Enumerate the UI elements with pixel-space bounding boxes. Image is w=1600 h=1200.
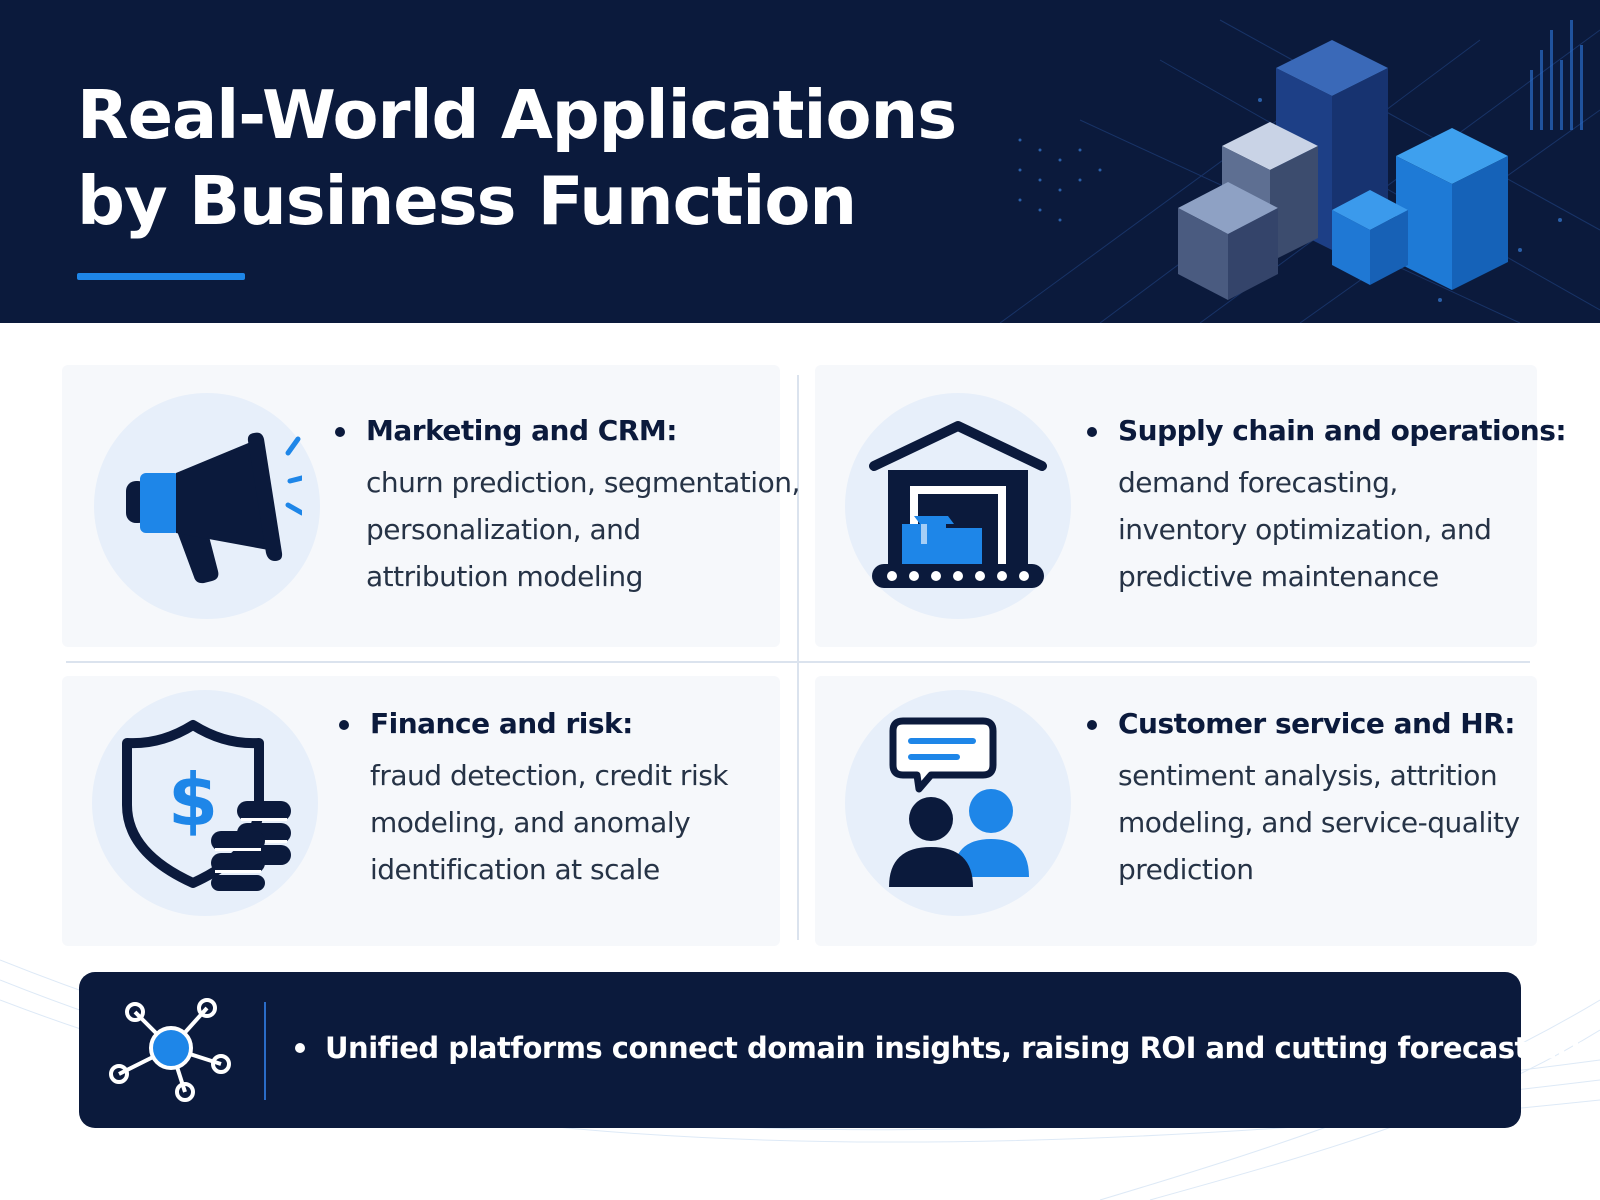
icon-circle <box>845 393 1071 619</box>
card-body-line: identification at scale <box>370 853 660 886</box>
card-body-line: sentiment analysis, attrition <box>1118 759 1498 792</box>
card-body-line: personalization, and <box>366 513 641 546</box>
page-title: Real-World Applications by Business Func… <box>77 72 977 244</box>
isometric-cubes-graphic <box>999 19 1600 323</box>
card-heading: Supply chain and operations: <box>1086 411 1567 451</box>
grid-divider-horizontal <box>66 661 1530 663</box>
card-body-line: attribution modeling <box>366 560 643 593</box>
card-text: Finance and risk: fraud detection, credi… <box>338 704 729 893</box>
card-body-line: churn prediction, segmentation, <box>366 466 800 499</box>
shield-dollar-icon: $ <box>122 720 291 891</box>
card-text: Customer service and HR: sentiment analy… <box>1087 704 1520 893</box>
card-body-line: demand forecasting, <box>1118 466 1398 499</box>
card-finance-risk: $ Finance and risk: fraud detection, cre… <box>62 676 780 946</box>
icon-circle <box>845 690 1071 916</box>
card-marketing-crm: Marketing and CRM: churn prediction, seg… <box>62 365 800 647</box>
card-body-line: predictive maintenance <box>1118 560 1439 593</box>
warehouse-icon <box>869 421 1047 588</box>
page-title-line-2: by Business Function <box>77 162 857 240</box>
banner-separator <box>264 1002 266 1100</box>
card-text: Supply chain and operations: demand fore… <box>1086 411 1567 600</box>
card-heading: Finance and risk: <box>338 704 728 744</box>
megaphone-icon <box>126 432 302 584</box>
header-banner: Real-World Applications by Business Func… <box>0 0 1600 323</box>
people-chat-icon <box>889 717 1029 887</box>
card-text: Marketing and CRM: churn prediction, seg… <box>335 411 800 600</box>
card-body: sentiment analysis, attrition modeling, … <box>1118 752 1520 893</box>
card-body-line: modeling, and anomaly <box>370 806 691 839</box>
card-body: demand forecasting, inventory optimizati… <box>1118 459 1566 600</box>
card-heading: Marketing and CRM: <box>335 411 800 451</box>
banner-text: Unified platforms connect domain insight… <box>295 1028 1600 1068</box>
card-body-line: inventory optimization, and <box>1118 513 1492 546</box>
card-body-line: fraud detection, credit risk <box>370 759 729 792</box>
card-body-line: prediction <box>1118 853 1254 886</box>
title-underline <box>77 273 245 280</box>
card-customer-service-hr: Customer service and HR: sentiment analy… <box>815 676 1537 946</box>
grid-divider-vertical <box>797 375 799 940</box>
card-body-line: modeling, and service-quality <box>1118 806 1520 839</box>
card-heading: Customer service and HR: <box>1087 704 1520 744</box>
network-hub-icon <box>109 998 231 1102</box>
summary-banner: Unified platforms connect domain insight… <box>79 972 1600 1128</box>
card-body: fraud detection, credit risk modeling, a… <box>370 752 729 893</box>
svg-text:$: $ <box>168 758 218 842</box>
page-title-line-1: Real-World Applications <box>77 76 957 154</box>
icon-circle <box>94 393 320 619</box>
card-body: churn prediction, segmentation, personal… <box>366 459 800 600</box>
icon-circle: $ <box>92 690 318 916</box>
card-supply-chain: Supply chain and operations: demand fore… <box>815 365 1567 647</box>
